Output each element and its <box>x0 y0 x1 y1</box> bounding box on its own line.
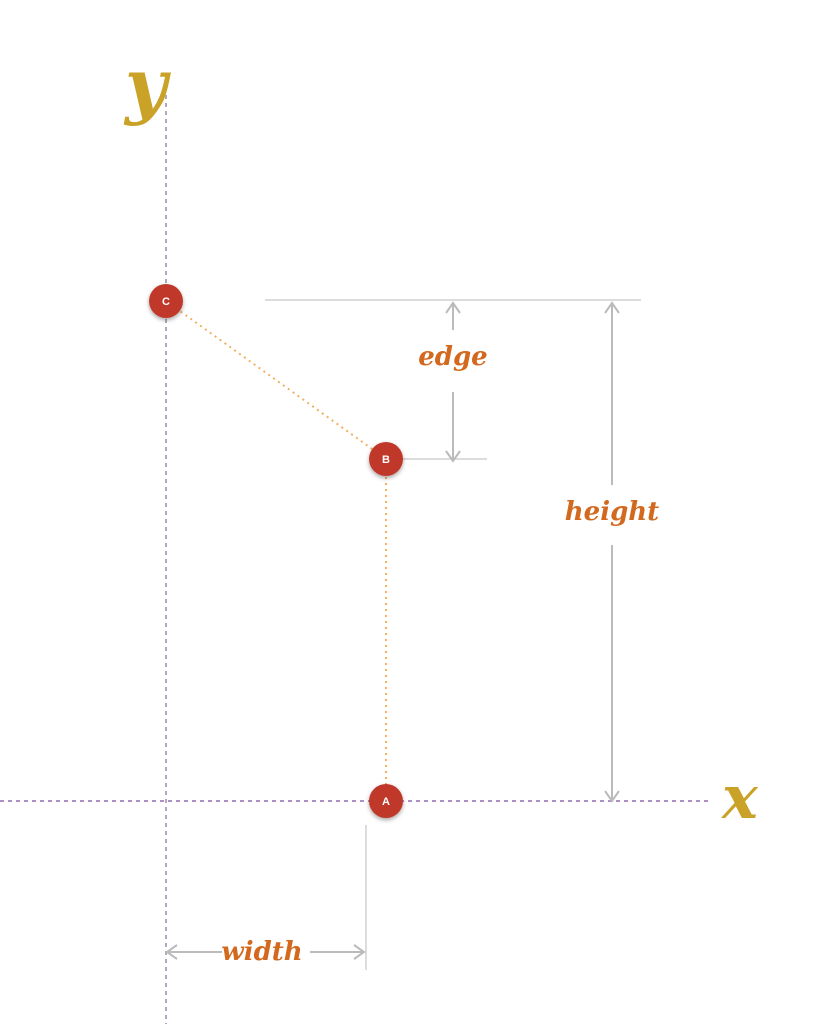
height-label: height <box>565 497 659 527</box>
point-b: B <box>369 442 403 476</box>
edge-label: edge <box>418 342 487 372</box>
connector-c-b <box>165 300 387 460</box>
point-c-label: C <box>162 296 170 308</box>
y-axis-label: y <box>123 42 171 127</box>
point-a-label: A <box>382 796 390 808</box>
point-a: A <box>369 784 403 818</box>
edge-dimension <box>445 301 461 463</box>
height-dimension <box>604 301 620 803</box>
width-label: width <box>221 937 302 967</box>
point-b-label: B <box>382 454 390 466</box>
point-c: C <box>149 284 183 318</box>
x-axis-label: x <box>720 763 759 833</box>
width-dimension <box>165 944 366 960</box>
